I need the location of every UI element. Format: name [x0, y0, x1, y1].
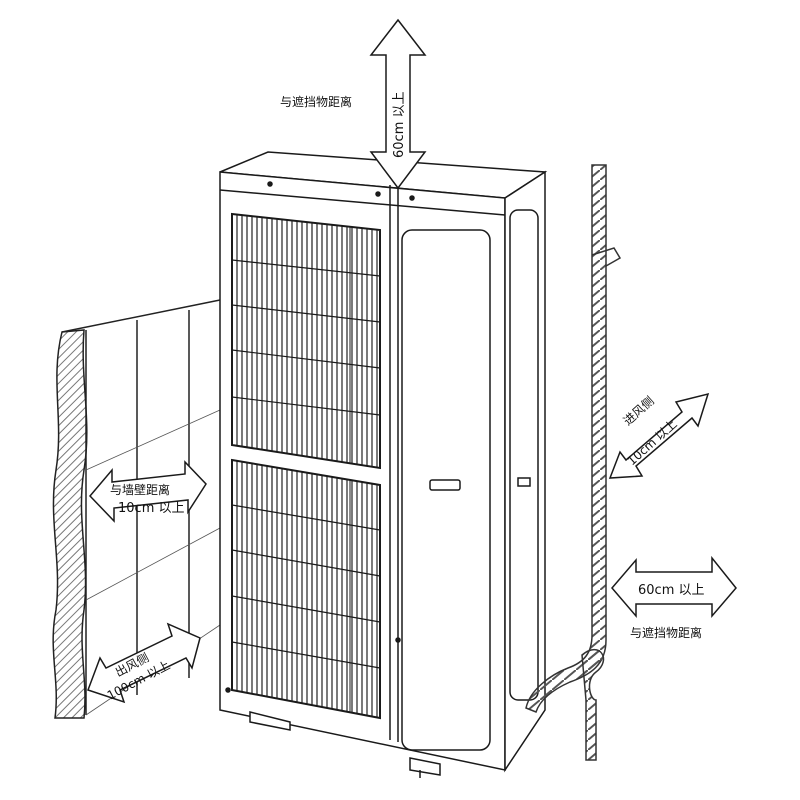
wall-clearance-arrow [88, 460, 207, 523]
right-caption: 与遮挡物距离 [630, 625, 702, 640]
inlet-clearance-arrow [608, 392, 710, 479]
wall-caption: 与墙壁距离 [110, 482, 170, 497]
wall-distance: 10cm 以上 [118, 501, 185, 516]
top-distance: 60cm 以上 [392, 92, 407, 159]
left-right-arrow-icon [611, 555, 737, 619]
top-caption: 与遮挡物距离 [280, 94, 352, 109]
wall [52, 299, 221, 719]
upper-fan-grill [231, 212, 381, 470]
up-down-arrow-icon [369, 18, 427, 190]
side-panel [509, 209, 539, 701]
wall-hatch [52, 329, 88, 719]
lower-fan-grill [231, 458, 381, 720]
outlet-clearance-arrow [87, 622, 201, 704]
left-right-arrow-icon [608, 392, 710, 479]
top-clearance-arrow [369, 18, 427, 190]
door-handle [429, 479, 461, 491]
left-right-arrow-icon [88, 460, 207, 523]
right-clearance-arrow [611, 555, 737, 619]
pipe [525, 164, 622, 761]
left-right-arrow-icon [87, 622, 201, 704]
inlet-caption: 进风侧 [621, 394, 657, 429]
right-distance: 60cm 以上 [638, 583, 705, 598]
